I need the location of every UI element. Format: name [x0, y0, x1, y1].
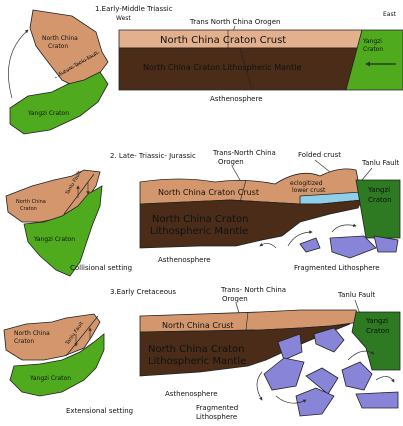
- stage-2-fragment-1: [299, 237, 321, 253]
- stage-2-orogen-marker: [239, 179, 247, 203]
- stage-3-yangzi-block: [351, 311, 401, 371]
- stage-1-west-label: West: [116, 15, 131, 22]
- stage-3-fragment-1: [277, 333, 303, 361]
- stage-2-yangzi-block: [355, 179, 401, 239]
- stage-3-yangzi-label-1: Yangzi: [365, 317, 388, 325]
- stage-3-map-north-china-craton: [3, 313, 101, 361]
- stage-1: 1.Early-Middle Triassic North China Crat…: [8, 5, 403, 135]
- stage-3-section: Trans- North China Orogen Tanlu Fault No…: [139, 286, 401, 421]
- stage-1-section: West East Trans North China Orogen North…: [116, 11, 403, 103]
- stage-3-setting-label: Extensional setting: [66, 407, 133, 415]
- stage-3-flow-arrow-1: [256, 371, 263, 401]
- stage-2-mantle-label-1: North China Craton: [152, 214, 249, 225]
- stage-3-title: 3.Early Cretaceous: [110, 288, 176, 296]
- stage-3-crust-label: North China Crust: [162, 321, 234, 330]
- stage-2-fragment-3: [373, 235, 399, 253]
- stage-1-title: 1.Early-Middle Triassic: [95, 5, 173, 13]
- stage-3-map-fault: [65, 315, 99, 357]
- stage-3-orogen-marker: [245, 311, 249, 331]
- stage-3-tanlu-label: Tanlu Fault: [337, 291, 376, 299]
- stage-3-fragmented-label-2: Lithosphere: [196, 413, 237, 421]
- stage-2-yangzi-label-1: Yangzi: [367, 186, 390, 194]
- stage-1-map: North China Craton Future Tanlu Fault Ya…: [8, 9, 109, 135]
- stage-3-fragment-2: [313, 327, 345, 353]
- stage-2-map-ncc-label-2: Craton: [20, 206, 37, 212]
- stage-2-section: Trans-North China Orogen Folded crust Ta…: [139, 149, 401, 272]
- stage-3-yangzi-label-2: Craton: [366, 327, 390, 335]
- stage-2-crust-label: North China Craton Crust: [158, 188, 259, 197]
- stage-2-tanlu-label: Tanlu Fault: [361, 159, 400, 167]
- stage-2-fragment-2: [329, 235, 377, 259]
- stage-2-yangzi-label-2: Craton: [368, 196, 392, 204]
- stage-3-fragment-3: [263, 357, 305, 391]
- stage-2-folded-label: Folded crust: [298, 151, 341, 159]
- stage-1-map-future-fault-line: [54, 51, 101, 79]
- stage-3-flow-arrow-5: [287, 328, 307, 333]
- stage-3-flow-arrow-4: [375, 376, 395, 383]
- stage-1-map-ncc-label-1: North China: [42, 35, 78, 42]
- stage-3: 3.Early Cretaceous North China Craton Ta…: [3, 286, 401, 421]
- stage-2-map-yangzi-craton: [23, 185, 103, 277]
- stage-3-map-yangzi-label: Yangzi Craton: [29, 375, 71, 382]
- stage-3-fragmented-label-1: Fragmented: [196, 404, 238, 412]
- stage-1-map-yangzi-label: Yangzi Craton: [27, 110, 69, 117]
- stage-2: 2. Late- Triassic- Jurassic North China …: [5, 149, 401, 277]
- stage-3-map: North China Craton Tanlu Fault Yangzi Cr…: [3, 313, 133, 415]
- stage-2-orogen-label-1: Trans-North China: [212, 149, 276, 157]
- stage-1-map-arrow: [8, 29, 29, 99]
- stage-3-map-yangzi-craton: [9, 333, 105, 397]
- stage-1-yangzi-block: [345, 29, 403, 91]
- stage-2-tanlu-pointer: [361, 167, 373, 181]
- stage-1-map-ncc-label-2: Craton: [48, 43, 68, 50]
- stage-1-map-yangzi-craton: [9, 71, 109, 135]
- stage-2-mantle-label-2: Lithospheric Mantle: [150, 226, 248, 237]
- stage-2-eclogite-label-1: eclogitized: [290, 180, 323, 187]
- stage-1-suture-line: [239, 47, 253, 91]
- stage-1-mantle-label: North China Craton Lithospheric Mantle: [143, 63, 301, 72]
- stage-2-fragmented-label: Fragmented Lithosphere: [294, 264, 380, 272]
- stage-3-fragment-6: [295, 387, 335, 417]
- stage-2-flow-arrow-1: [287, 230, 313, 247]
- stage-3-fragment-7: [355, 391, 399, 409]
- stage-2-map-yangzi-label: Yangzi Craton: [33, 236, 75, 243]
- stage-1-asthenosphere-label: Asthenosphere: [210, 95, 263, 103]
- stage-1-crust-label: North China Craton Crust: [160, 35, 286, 46]
- stage-1-yangzi-label-2: Craton: [363, 46, 383, 53]
- stage-1-orogen-label: Trans North China Orogen: [189, 18, 280, 26]
- stage-3-orogen-label-2: Orogen: [222, 295, 248, 303]
- stage-2-setting-label: Collisional setting: [70, 264, 132, 272]
- stage-3-fragment-5: [341, 361, 373, 391]
- stage-2-eclogite-label-2: lower crust: [292, 187, 326, 194]
- stage-2-orogen-pointer: [231, 165, 241, 181]
- stage-2-title: 2. Late- Triassic- Jurassic: [110, 152, 196, 160]
- stage-1-east-label: East: [383, 11, 397, 18]
- stage-1-yangzi-label-1: Yangzi: [362, 38, 382, 45]
- stage-3-mantle-label-2: Lithospheric Mantle: [148, 356, 246, 367]
- stage-2-map: North China Craton Tanlu Fault Yangzi Cr…: [5, 169, 132, 277]
- stage-2-flow-arrow-3: [259, 242, 277, 249]
- stage-2-folded-pointer: [314, 159, 331, 173]
- stage-3-fragment-4: [305, 367, 339, 395]
- stage-2-asthenosphere-label: Asthenosphere: [158, 256, 211, 264]
- stage-2-map-ncc-label-1: North China: [16, 199, 46, 205]
- stage-3-asthenosphere-label: Asthenosphere: [165, 390, 218, 398]
- stage-3-mantle-label-1: North China Craton: [148, 344, 245, 355]
- stage-2-flow-arrow-2: [331, 223, 357, 233]
- stage-3-flow-arrow-3: [347, 350, 375, 361]
- stage-3-map-ncc-label-1: North China: [14, 330, 50, 337]
- stage-3-map-ncc-label-2: Craton: [14, 338, 34, 345]
- stage-2-map-fault: [63, 173, 95, 215]
- stage-3-orogen-label-1: Trans- North China: [220, 286, 286, 294]
- stage-2-orogen-label-2: Orogen: [218, 158, 244, 166]
- stage-2-mantle: [139, 199, 363, 249]
- stage-3-flow-arrow-2: [275, 395, 307, 404]
